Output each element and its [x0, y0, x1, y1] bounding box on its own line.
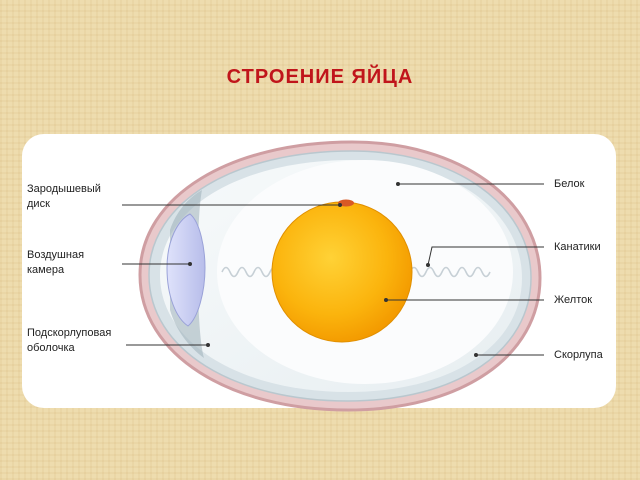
- dot-chalazae: [426, 263, 430, 267]
- chalaza-left: [221, 266, 279, 278]
- leader-chalazae: [427, 246, 544, 266]
- dot-embryonic-disc: [338, 203, 342, 207]
- label-membrane-line2: оболочка: [27, 342, 75, 354]
- embryonic-disc: [338, 199, 354, 207]
- label-embryonic-disc: Зародышевый диск: [27, 182, 101, 212]
- label-air-cell: Воздушная камера: [27, 248, 84, 278]
- label-chalazae: Канатики: [554, 241, 601, 253]
- label-air-cell-line1: Воздушная: [27, 249, 85, 261]
- air-cell: [166, 213, 206, 327]
- dot-air-cell: [188, 262, 192, 266]
- label-albumen: Белок: [554, 178, 585, 190]
- chalaza-right: [409, 266, 491, 278]
- dot-membrane: [206, 343, 210, 347]
- dot-albumen: [396, 182, 400, 186]
- yolk: [271, 201, 413, 343]
- label-membrane-line1: Подскорлуповая: [27, 327, 112, 339]
- label-membrane: Подскорлуповая оболочка: [27, 326, 111, 356]
- diagram-title: СТРОЕНИЕ ЯЙЦА: [226, 66, 414, 88]
- label-air-cell-line2: камера: [27, 264, 65, 276]
- dot-yolk: [384, 298, 388, 302]
- dot-shell: [474, 353, 478, 357]
- label-embryonic-disc-line1: Зародышевый: [27, 183, 101, 195]
- label-shell: Скорлупа: [554, 349, 603, 361]
- label-yolk: Желток: [554, 294, 593, 306]
- label-embryonic-disc-line2: диск: [27, 198, 50, 210]
